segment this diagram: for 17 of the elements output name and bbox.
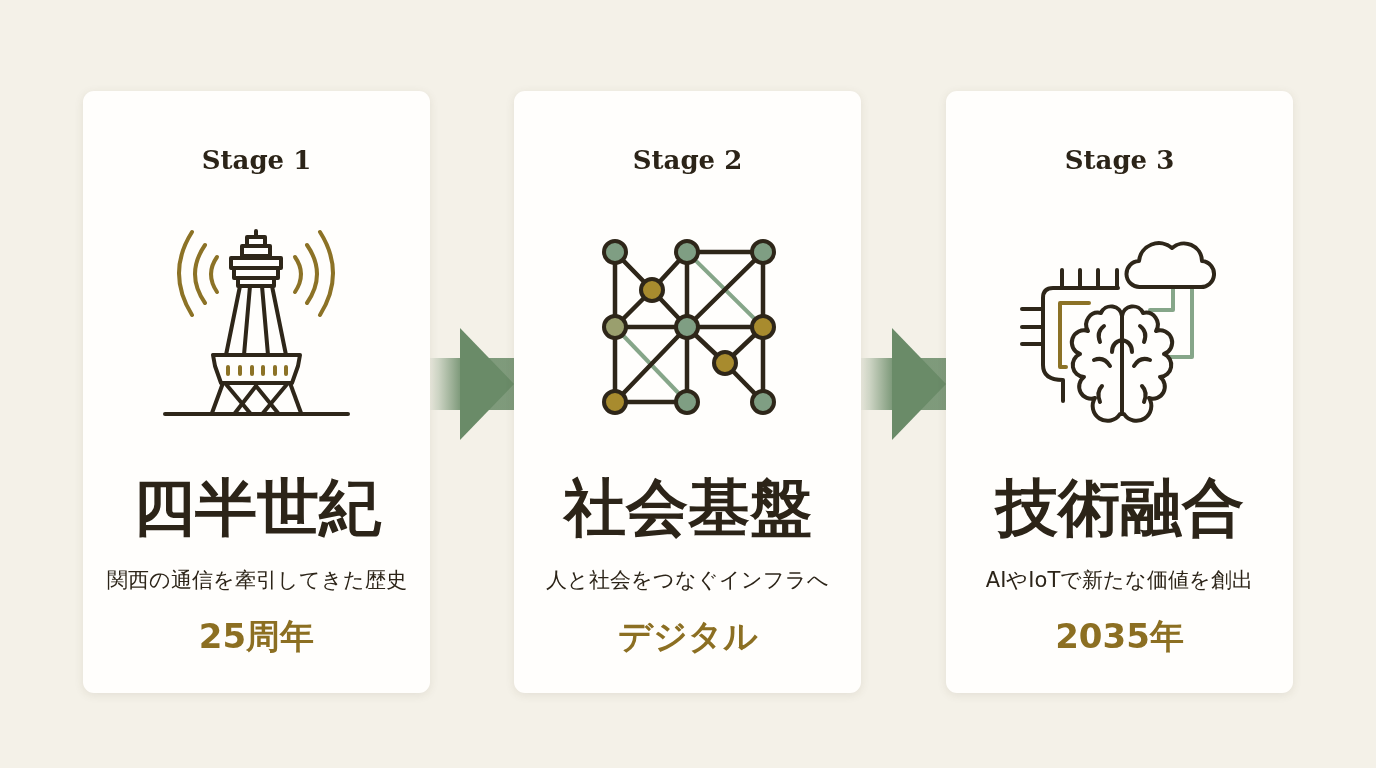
stage-heading: 社会基盤 (563, 472, 812, 544)
arrow (861, 328, 946, 440)
arrow (430, 328, 514, 440)
stage-card (83, 91, 430, 693)
stage-heading: 技術融合 (995, 472, 1244, 544)
stage-description: 関西の通信を牽引してきた歴史 (106, 567, 407, 594)
stage-year: 25周年 (198, 615, 315, 657)
stage-card (514, 91, 861, 693)
stage-label: Stage 1 (201, 144, 312, 176)
stage-label: Stage 3 (1064, 144, 1175, 176)
stage-description: AIやIoTで新たな価値を創出 (985, 567, 1254, 594)
stage-card (946, 91, 1293, 693)
stage-label: Stage 2 (632, 144, 743, 176)
stage-year: デジタル (617, 615, 758, 657)
stage-heading: 四半世紀 (132, 472, 381, 544)
stage-description: 人と社会をつなぐインフラへ (546, 567, 829, 594)
stage-year: 2035年 (1055, 615, 1184, 657)
